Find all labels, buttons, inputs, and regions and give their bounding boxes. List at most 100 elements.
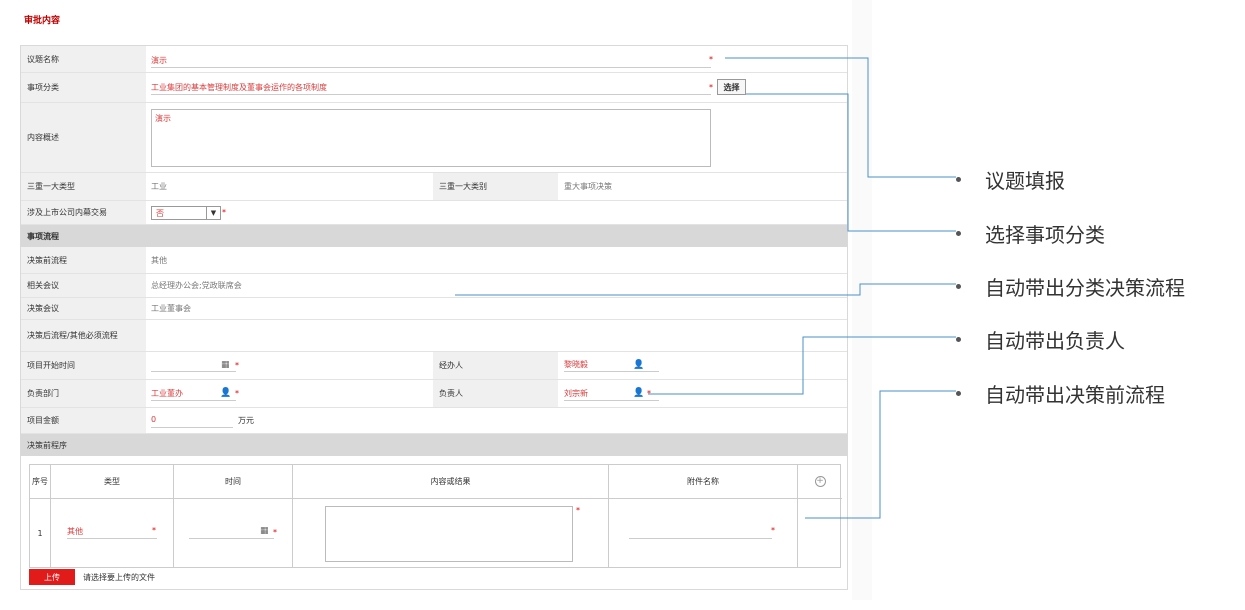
listed-insider-select[interactable]: 否 ▼ [151, 206, 221, 220]
summary-textarea[interactable]: 演示 [151, 109, 711, 167]
upload-button[interactable]: 上传 [29, 569, 75, 585]
select-category-button[interactable]: 选择 [717, 79, 746, 95]
bullet-dot [956, 284, 961, 289]
calendar-icon[interactable]: ▦ [221, 360, 230, 370]
row-post-decision-process: 决策后流程/其他必须流程 [21, 320, 847, 352]
bullet-dot [956, 337, 961, 342]
callout-pre-process: 自动带出决策前流程 [956, 379, 1165, 408]
table-cell-index: 1 [30, 499, 51, 567]
handler-input[interactable]: 黎晓毅 [564, 359, 659, 372]
topic-name-label: 议题名称 [21, 46, 146, 72]
chevron-down-icon: ▼ [206, 207, 220, 219]
plus-circle-icon: + [814, 476, 826, 487]
start-time-input[interactable] [151, 360, 236, 372]
scrollbar-track [852, 0, 872, 600]
user-picker-icon[interactable]: 👤 [220, 388, 232, 398]
process-group-header: 事项流程 [21, 225, 847, 247]
approval-form: 议题名称 演示 * 事项分类 工业集团的基本管理制度及董事会运作的各项制度 * … [20, 45, 848, 590]
listed-insider-label: 涉及上市公司内幕交易 [21, 201, 146, 224]
callout-topic: 议题填报 [956, 165, 1065, 194]
bullet-dot [956, 231, 961, 236]
row-attachment-input[interactable] [629, 526, 772, 539]
row-related-meeting: 相关会议 总经理办公会;党政联席会 [21, 274, 847, 298]
pre-decision-process-value: 其他 [151, 255, 167, 265]
required-marker: * [235, 389, 239, 398]
callout-label: 自动带出分类决策流程 [985, 276, 1185, 300]
table-header-index: 序号 [30, 465, 51, 499]
table-cell-time: ▦ * [174, 499, 293, 567]
callout-process: 自动带出分类决策流程 [956, 272, 1185, 301]
program-table: 序号 类型 时间 内容或结果 附件名称 + 1 其他 * ▦ * * * [29, 464, 842, 568]
bullet-dot [956, 391, 961, 396]
table-header-type: 类型 [51, 465, 174, 499]
project-amount-label: 项目金额 [21, 408, 146, 433]
start-time-label: 项目开始时间 [21, 352, 146, 379]
callout-label: 议题填报 [985, 169, 1065, 193]
table-header-time: 时间 [174, 465, 293, 499]
row-project-amount: 项目金额 0 万元 [21, 408, 847, 434]
amount-unit: 万元 [238, 416, 254, 425]
row-time-input[interactable] [189, 527, 274, 539]
table-header-content: 内容或结果 [293, 465, 609, 499]
table-header-attachment: 附件名称 [609, 465, 798, 499]
user-picker-icon[interactable]: 👤 [633, 360, 645, 370]
summary-text: 演示 [155, 114, 171, 123]
row-pre-decision-process: 决策前流程 其他 [21, 247, 847, 274]
decision-meeting-label: 决策会议 [21, 298, 146, 319]
required-marker: * [647, 389, 651, 398]
table-cell-actions [798, 499, 842, 567]
add-row-button[interactable]: + [798, 465, 842, 499]
required-marker: * [222, 208, 226, 217]
row-summary: 内容概述 演示 [21, 103, 847, 173]
responsible-dept-label: 负责部门 [21, 380, 146, 407]
row-item-category: 事项分类 工业集团的基本管理制度及董事会运作的各项制度 * 选择 [21, 73, 847, 103]
decision-meeting-value: 工业董事会 [151, 304, 191, 313]
required-marker: * [152, 526, 156, 535]
callout-category: 选择事项分类 [956, 219, 1105, 248]
required-marker: * [576, 506, 580, 515]
pre-decision-program-header: 决策前程序 [21, 434, 847, 456]
callout-label: 选择事项分类 [985, 223, 1105, 247]
required-marker: * [709, 83, 713, 92]
post-decision-process-label: 决策后流程/其他必须流程 [21, 320, 146, 351]
table-cell-attachment: * [609, 499, 798, 567]
row-content-textarea[interactable] [325, 506, 573, 562]
topic-name-input[interactable]: 演示 [151, 54, 711, 68]
pre-decision-process-label: 决策前流程 [21, 247, 146, 273]
major-class-label: 三重一大类别 [433, 173, 558, 200]
required-marker: * [235, 361, 239, 370]
major-type-label: 三重一大类型 [21, 173, 146, 200]
project-amount-input[interactable]: 0 [151, 415, 233, 428]
required-marker: * [709, 54, 713, 64]
row-major-type: 三重一大类型 工业 三重一大类别 重大事项决策 [21, 173, 847, 201]
callout-label: 自动带出负责人 [985, 329, 1125, 353]
item-category-input[interactable]: 工业集团的基本管理制度及董事会运作的各项制度 [151, 81, 711, 95]
row-listed-insider: 涉及上市公司内幕交易 否 ▼ * [21, 201, 847, 225]
row-decision-meeting: 决策会议 工业董事会 [21, 298, 847, 320]
upload-hint: 请选择要上传的文件 [83, 573, 155, 582]
table-cell-content: * [293, 499, 609, 567]
section-title: 审批内容 [24, 16, 61, 26]
major-class-value: 重大事项决策 [564, 182, 612, 191]
responsible-dept-input[interactable]: 工业董办 [151, 388, 236, 401]
calendar-icon[interactable]: ▦ [260, 526, 269, 536]
row-start-time: 项目开始时间 ▦ * 经办人 黎晓毅 👤 [21, 352, 847, 380]
major-type-value: 工业 [151, 182, 167, 191]
responsible-person-label: 负责人 [433, 380, 558, 407]
row-type-input[interactable]: 其他 [67, 526, 157, 539]
bullet-dot [956, 177, 961, 182]
item-category-label: 事项分类 [21, 73, 146, 102]
required-marker: * [273, 528, 277, 537]
summary-label: 内容概述 [21, 103, 146, 172]
callout-label: 自动带出决策前流程 [985, 383, 1165, 407]
related-meeting-value: 总经理办公会;党政联席会 [151, 281, 242, 290]
row-topic-name: 议题名称 演示 * [21, 46, 847, 73]
required-marker: * [771, 526, 775, 535]
handler-label: 经办人 [433, 352, 558, 379]
responsible-person-input[interactable]: 刘宗新 [564, 388, 659, 401]
callout-person: 自动带出负责人 [956, 325, 1125, 354]
row-responsible-dept: 负责部门 工业董办 👤 * 负责人 刘宗新 👤 * [21, 380, 847, 408]
user-picker-icon[interactable]: 👤 [633, 388, 645, 398]
related-meeting-label: 相关会议 [21, 274, 146, 297]
table-cell-type: 其他 * [51, 499, 174, 567]
